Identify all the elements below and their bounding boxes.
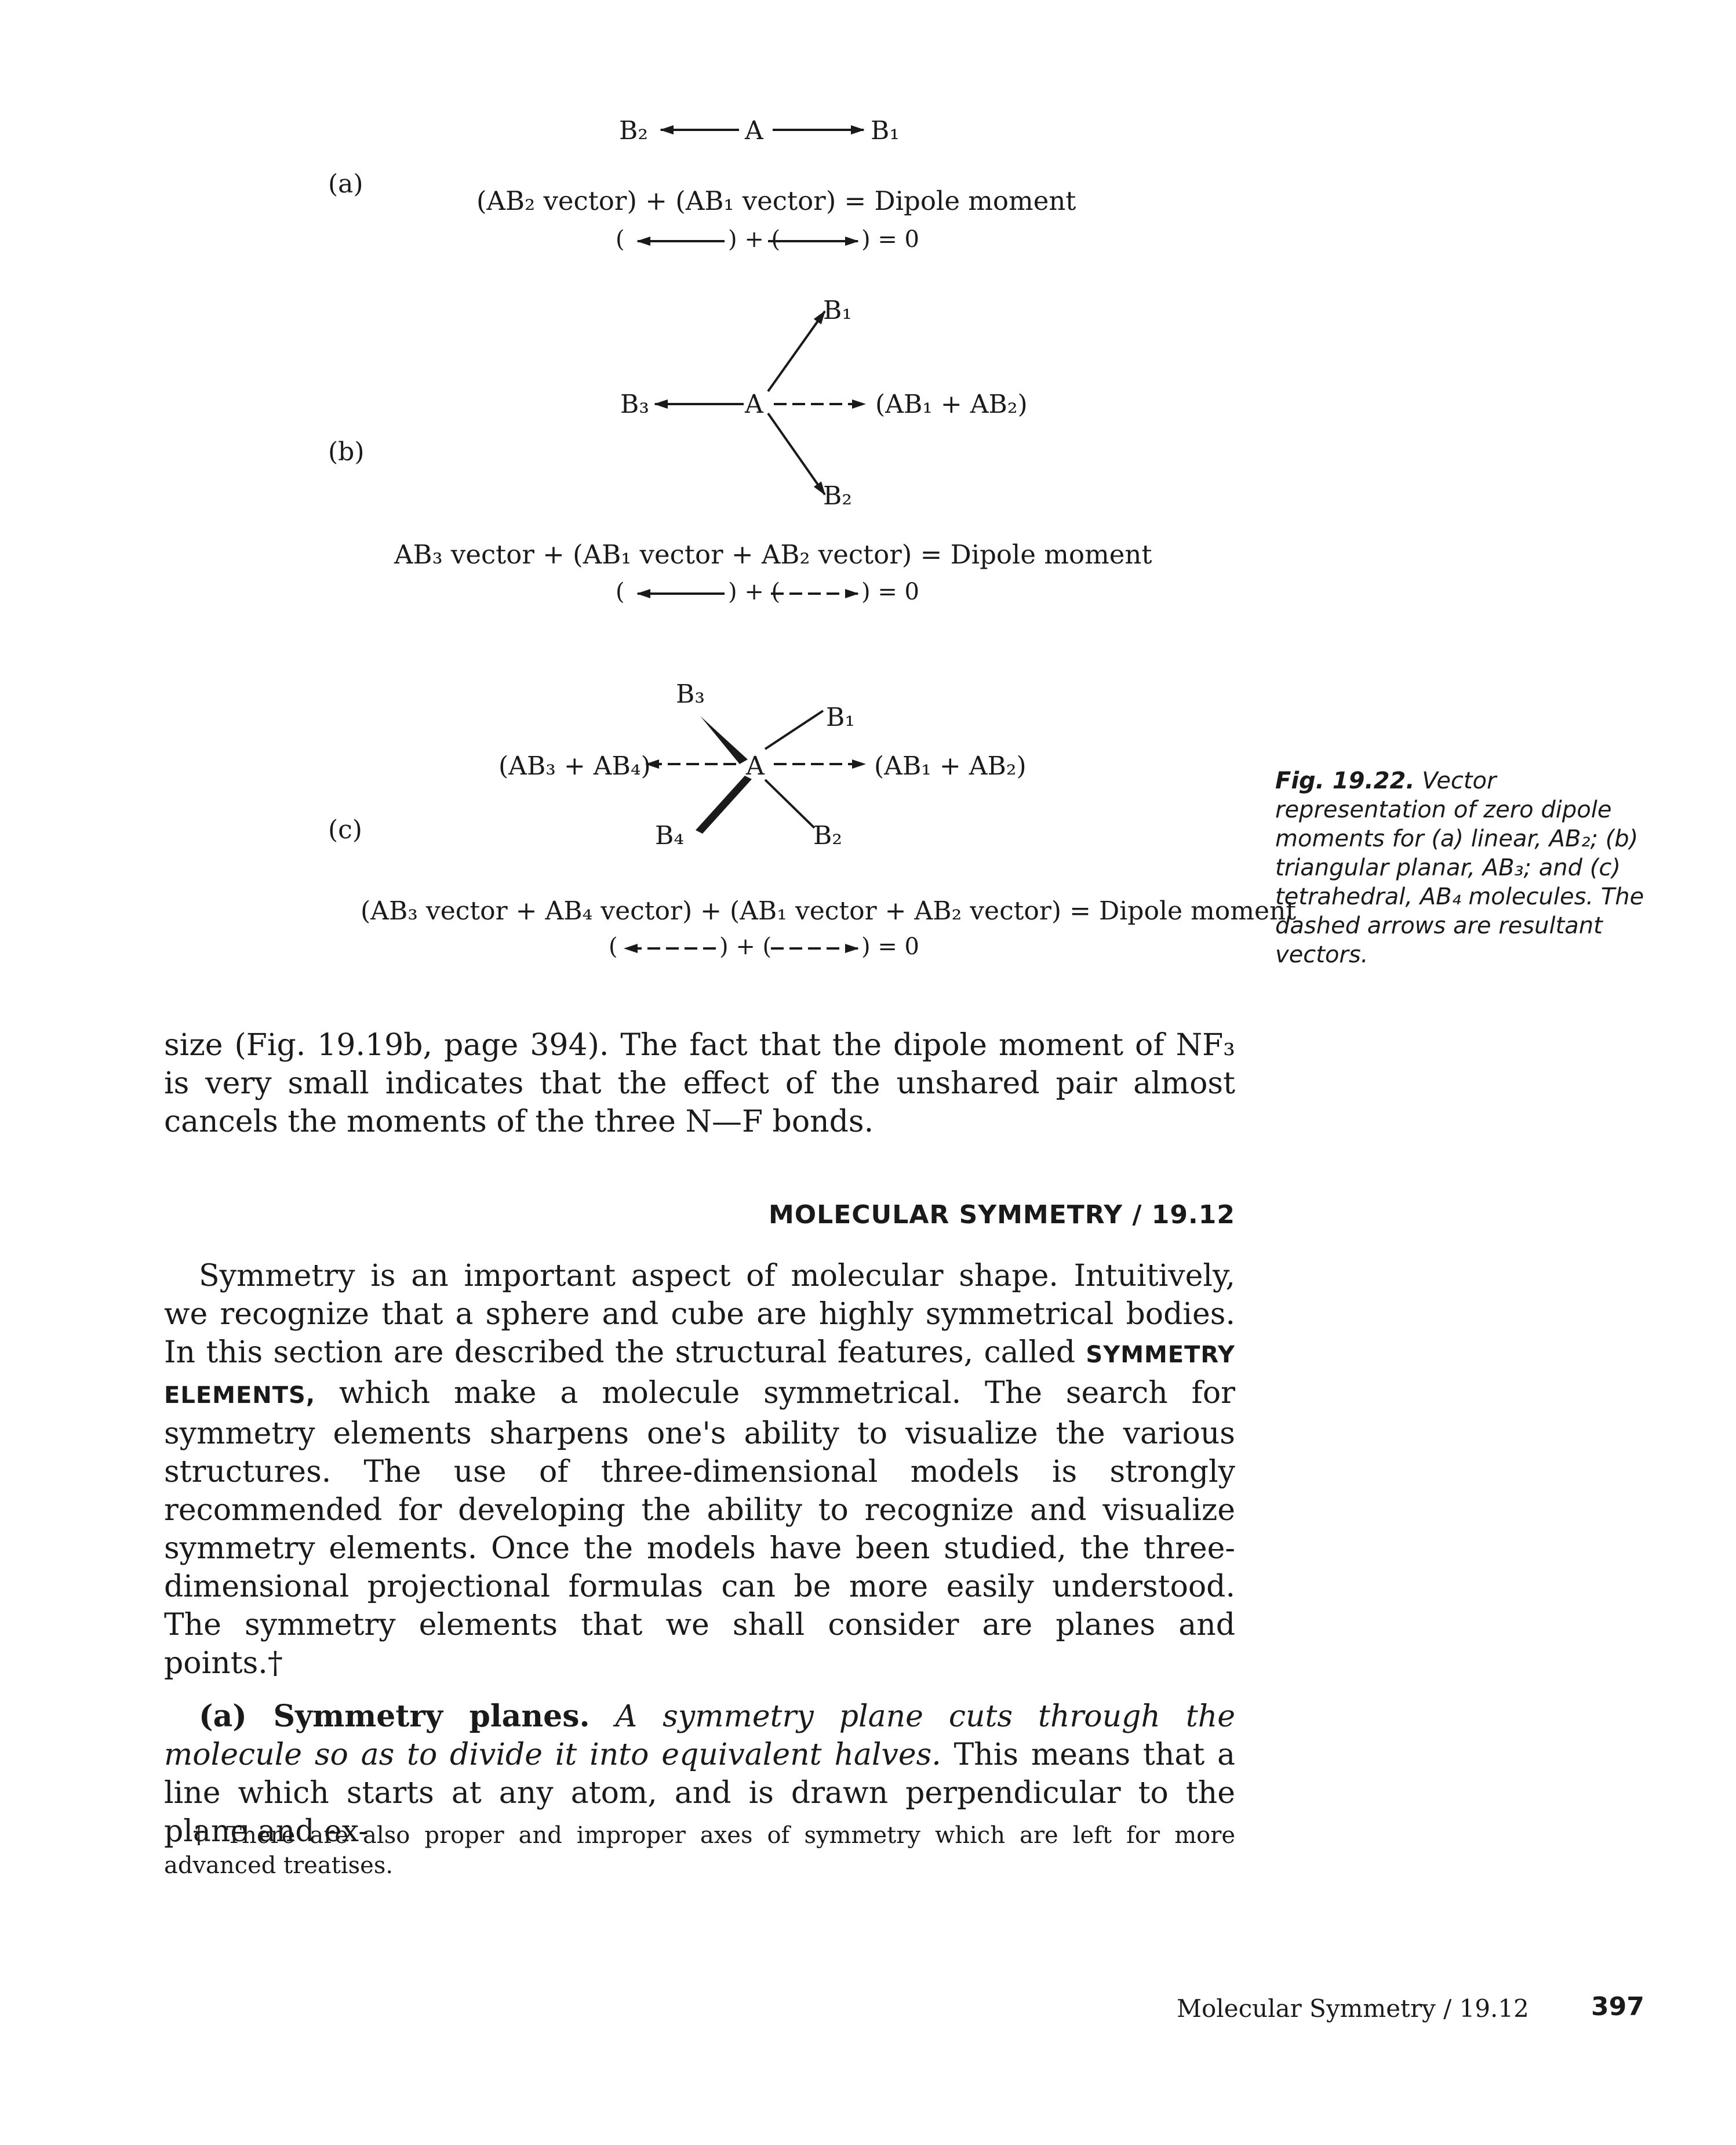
equation-b-mid: ) + ( bbox=[728, 579, 781, 605]
atom-b2-label: B₂ bbox=[619, 116, 648, 146]
panel-b-label: (b) bbox=[328, 437, 365, 467]
wedge-b3 bbox=[700, 716, 748, 764]
bond-b1 bbox=[764, 710, 824, 750]
equation-b-open: ( bbox=[616, 579, 625, 605]
panel-b: B₃ A B₁ B₂ (AB₁ + AB₂) bbox=[620, 296, 1028, 598]
equation-b-end: ) = 0 bbox=[861, 579, 919, 605]
vector-ab1-arrow bbox=[767, 310, 826, 392]
atom-b2-label: B₂ bbox=[823, 481, 852, 511]
panel-c: B₃ B₁ (AB₃ + AB₄) A (AB₁ + AB₂) B₄ B₂ bbox=[498, 679, 1027, 953]
resultant-label: (AB₁ + AB₂) bbox=[875, 390, 1028, 419]
paragraph-nf3: size (Fig. 19.19b, page 394). The fact t… bbox=[164, 1028, 1235, 1139]
footnote-text: † There are also proper and improper axe… bbox=[164, 1822, 1235, 1879]
paragraph-symmetry-planes: (a) Symmetry planes. A symmetry plane cu… bbox=[164, 1697, 1235, 1850]
resultant-left-label: (AB₃ + AB₄) bbox=[498, 751, 651, 781]
equation-a-end: ) = 0 bbox=[861, 226, 919, 253]
paragraph-continued: size (Fig. 19.19b, page 394). The fact t… bbox=[164, 1026, 1235, 1141]
symmetry-planes-heading: (a) Symmetry planes. bbox=[199, 1699, 590, 1734]
equation-a-open: ( bbox=[616, 226, 625, 253]
atom-b3-label: B₃ bbox=[676, 679, 705, 709]
section-heading: MOLECULAR SYMMETRY / 19.12 bbox=[768, 1200, 1235, 1230]
paragraph-symmetry-intro: Symmetry is an important aspect of molec… bbox=[164, 1257, 1235, 1682]
symmetry-plane-definition: A symmetry plane cuts through the molecu… bbox=[164, 1699, 1236, 1772]
para3-text: This means that a line which starts at a… bbox=[164, 1737, 1235, 1849]
atom-b1-label: B₁ bbox=[826, 703, 855, 732]
figure-caption: Fig. 19.22. Vector representation of zer… bbox=[1275, 766, 1669, 969]
equation-c-mid: ) + ( bbox=[719, 933, 772, 960]
equation-b: AB₃ vector + (AB₁ vector + AB₂ vector) =… bbox=[394, 539, 1152, 570]
symmetry-elements-term: SYMMETRY ELEMENTS, bbox=[164, 1341, 1235, 1409]
para2-text-b: which make a molecule symmetrical. The s… bbox=[164, 1376, 1235, 1681]
bond-b2 bbox=[764, 779, 816, 829]
atom-a-label: A bbox=[744, 390, 764, 419]
running-footer: Molecular Symmetry / 19.12 bbox=[1177, 1994, 1529, 2023]
atom-a-label: A bbox=[745, 751, 765, 781]
equation-a-mid: ) + ( bbox=[728, 226, 781, 253]
section-body: Symmetry is an important aspect of molec… bbox=[164, 1257, 1235, 1850]
para2-text-a: Symmetry is an important aspect of molec… bbox=[164, 1259, 1235, 1370]
equation-c: (AB₃ vector + AB₄ vector) + (AB₁ vector … bbox=[361, 896, 1297, 926]
equation-c-end: ) = 0 bbox=[861, 933, 919, 960]
atom-b3-label: B₃ bbox=[620, 390, 649, 419]
equation-c-open: ( bbox=[609, 933, 618, 960]
footnote: † There are also proper and improper axe… bbox=[164, 1820, 1235, 1881]
caption-text: Vector representation of zero dipole mom… bbox=[1275, 768, 1644, 968]
wedge-b4 bbox=[696, 776, 752, 834]
atom-b4-label: B₄ bbox=[655, 821, 684, 850]
panel-a: B₂ A B₁ bbox=[619, 116, 900, 246]
page-number: 397 bbox=[1591, 1992, 1644, 2022]
dipole-vector-figure: B₂ A B₁ B₃ A B₁ B₂ (AB₁ + AB₂) B₃ B₁ (AB… bbox=[498, 116, 1028, 953]
atom-b2-label: B₂ bbox=[813, 821, 842, 850]
atom-b1-label: B₁ bbox=[823, 296, 852, 325]
atom-a-label: A bbox=[744, 116, 764, 146]
panel-c-label: (c) bbox=[328, 815, 362, 845]
figure-number: Fig. 19.22. bbox=[1275, 768, 1415, 794]
equation-a: (AB₂ vector) + (AB₁ vector) = Dipole mom… bbox=[476, 186, 1076, 216]
resultant-right-label: (AB₁ + AB₂) bbox=[874, 751, 1027, 781]
vector-ab2-arrow bbox=[767, 412, 826, 496]
panel-a-label: (a) bbox=[328, 169, 363, 199]
atom-b1-label: B₁ bbox=[871, 116, 900, 146]
